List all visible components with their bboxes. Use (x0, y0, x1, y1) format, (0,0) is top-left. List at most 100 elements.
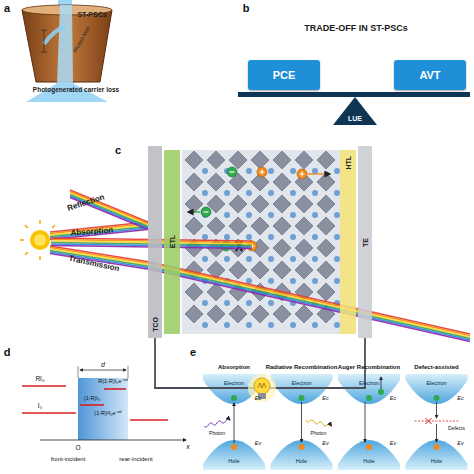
perovskite-lattice (207, 305, 225, 323)
perovskite-lattice (312, 300, 318, 306)
light-rays (50, 248, 470, 336)
perovskite-lattice (312, 278, 318, 284)
perovskite-lattice (185, 239, 203, 257)
annotation-label: ST-PSCs (77, 11, 106, 18)
charge-carriers (236, 241, 242, 251)
perovskite-lattice (290, 278, 296, 284)
sun-symbol (39, 220, 41, 224)
metric-box: AVT (394, 60, 466, 90)
perovskite-lattice (229, 173, 247, 191)
sun-symbol (20, 239, 24, 241)
metric-box: PCE (248, 60, 320, 90)
charge-carriers (188, 211, 200, 212)
perovskite-lattice (251, 195, 269, 213)
band-diagram (366, 395, 372, 401)
perovskite-lattice (185, 283, 203, 301)
bucket-illustration (41, 30, 47, 31)
charge-carriers (260, 170, 265, 175)
annotation-label: Ec (390, 396, 396, 402)
annotation-label: Defects (448, 426, 465, 431)
charge-carriers (300, 172, 305, 177)
band-diagram (415, 421, 459, 422)
perovskite-lattice (202, 300, 208, 306)
annotation-label: Electron (291, 381, 311, 387)
perovskite-lattice (202, 168, 208, 174)
band-diagram (338, 374, 400, 404)
sun-symbol (34, 234, 46, 246)
slab-diagram (104, 388, 126, 390)
annotation-label: front-incident (51, 456, 86, 462)
charge-carriers (308, 173, 330, 174)
annotation-label: Hole (431, 459, 442, 465)
perovskite-lattice (273, 173, 291, 191)
perovskite-lattice (251, 283, 269, 301)
charge-carriers (247, 241, 257, 251)
band-diagram (231, 395, 237, 401)
perovskite-lattice (268, 300, 274, 306)
perovskite-lattice (246, 168, 252, 174)
charge-carriers (250, 244, 255, 249)
annotation-label: Electron (426, 381, 446, 387)
fulcrum-triangle: LUE (333, 97, 377, 125)
perovskite-lattice (317, 151, 335, 169)
annotation-label: Hole (363, 459, 374, 465)
band-diagram (203, 374, 265, 404)
annotation-label: Ev (457, 441, 463, 447)
light-bulb-symbol (254, 378, 270, 394)
annotation-label: O (75, 445, 80, 452)
annotation-label: x (186, 443, 190, 450)
band-diagram (426, 418, 432, 424)
perovskite-lattice (224, 190, 230, 196)
perovskite-lattice (290, 300, 296, 306)
bucket-illustration (44, 26, 66, 44)
perovskite-lattice (317, 217, 335, 235)
perovskite-lattice (295, 261, 313, 279)
band-diagram (271, 440, 333, 470)
layer-band: ETL (164, 150, 180, 334)
perovskite-lattice (273, 261, 291, 279)
perovskite-lattice (312, 256, 318, 262)
perovskite-lattice (268, 256, 274, 262)
perovskite-lattice (207, 239, 225, 257)
perovskite-lattice (207, 151, 225, 169)
band-diagram (366, 444, 372, 450)
annotation-label: d (101, 361, 105, 368)
sun-symbol (39, 256, 41, 260)
perovskite-lattice (312, 234, 318, 240)
sun-symbol (52, 225, 55, 228)
perovskite-lattice (268, 212, 274, 218)
band-diagram (234, 403, 235, 443)
band-diagram (299, 444, 305, 450)
perovskite-lattice (273, 195, 291, 213)
perovskite-lattice (207, 217, 225, 235)
panel-letter: d (4, 347, 11, 358)
sun-symbol (25, 225, 28, 228)
perovskite-lattice (273, 239, 291, 257)
band-diagram (406, 374, 468, 470)
light-rays (50, 190, 148, 232)
band-diagram (338, 374, 400, 470)
perovskite-lattice (268, 190, 274, 196)
perovskite-lattice (202, 278, 208, 284)
annotation-label: Photogenerated carrier loss (33, 87, 119, 94)
annotation-label: Ev (322, 441, 328, 447)
bucket-illustration (41, 52, 47, 53)
perovskite-lattice (268, 168, 274, 174)
perovskite-lattice (202, 212, 208, 218)
layer-band: TE (358, 146, 372, 338)
node-text: TE (362, 238, 369, 247)
panel-letter: a (4, 3, 10, 14)
perovskite-lattice (229, 151, 247, 169)
perovskite-lattice (246, 278, 252, 284)
perovskite-lattice (224, 300, 230, 306)
perovskite-lattice (312, 168, 318, 174)
slab-diagram (128, 366, 129, 378)
perovskite-lattice (246, 234, 252, 240)
perovskite-lattice (246, 322, 252, 328)
sun-symbol (20, 220, 55, 260)
perovskite-lattice (224, 212, 230, 218)
charge-carriers (224, 245, 229, 246)
perovskite-lattice (246, 212, 252, 218)
